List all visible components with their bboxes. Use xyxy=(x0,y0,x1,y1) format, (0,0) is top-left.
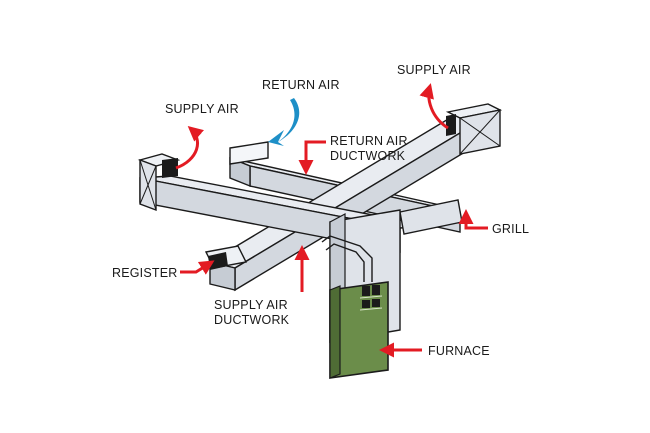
annotation-arrows xyxy=(175,83,488,358)
grill-label: GRILL xyxy=(492,222,530,236)
vent-icon xyxy=(372,285,380,295)
return-ductwork-arrow xyxy=(298,140,326,175)
supply-boot-left xyxy=(137,153,181,212)
register-label: REGISTER xyxy=(112,266,178,280)
vent-icon xyxy=(362,286,370,296)
supply-air-left-arrow xyxy=(175,126,204,170)
supply-duct-label-line2: DUCTWORK xyxy=(214,313,290,327)
supply-air-left-label: SUPPLY AIR xyxy=(165,102,239,116)
furnace-unit xyxy=(329,281,389,379)
vent-icon xyxy=(372,299,380,307)
return-duct-label-line2: DUCTWORK xyxy=(330,149,406,163)
register-arrow xyxy=(180,260,215,275)
supply-duct-label-line1: SUPPLY AIR xyxy=(214,298,288,312)
return-duct-label-line1: RETURN AIR xyxy=(330,134,408,148)
return-air-arrow xyxy=(268,98,300,146)
vent-icon xyxy=(362,300,370,308)
supply-boot-right xyxy=(445,103,503,155)
supply-air-right-arrow xyxy=(419,83,449,130)
supply-air-right-label: SUPPLY AIR xyxy=(397,63,471,77)
return-air-label: RETURN AIR xyxy=(262,78,340,92)
furnace-label: FURNACE xyxy=(428,344,490,358)
grill-arrow xyxy=(458,209,488,230)
